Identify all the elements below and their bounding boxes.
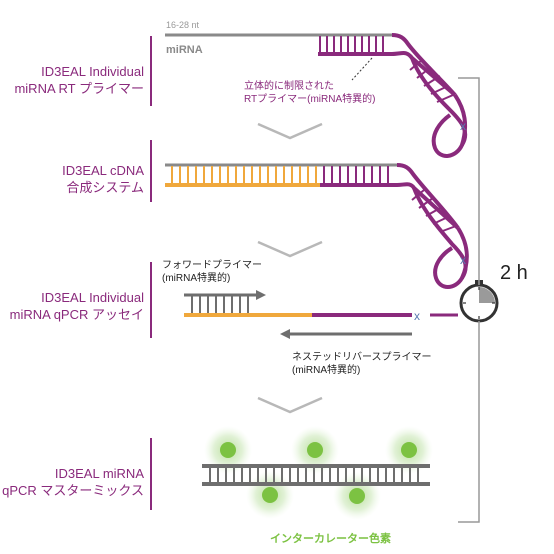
- cdna-rungs-purple: [323, 166, 389, 183]
- rt-primer-note: 立体的に制限された RTプライマー(miRNA特異的): [244, 80, 375, 106]
- reverse-primer-arrow: [280, 329, 412, 339]
- step-label-line2: qPCR マスターミックス: [2, 483, 144, 498]
- step-label-line1: ID3EAL Individual: [41, 290, 144, 305]
- nested-reverse-primer-note-line2: (miRNA特異的): [292, 365, 361, 376]
- rt-primer-note-line2: RTプライマー(miRNA特異的): [244, 94, 376, 105]
- cdna-primer-hairpin: [320, 163, 469, 289]
- block-x-mark: x: [414, 309, 420, 323]
- forward-primer-note-line2: (miRNA特異的): [162, 273, 231, 284]
- rt-primer-hairpin: [318, 33, 468, 158]
- mirna-length-label: 16-28 nt: [166, 20, 200, 30]
- note-leader-line: [351, 57, 373, 81]
- chevron-down-icon: [257, 396, 323, 414]
- forward-primer-rungs: [191, 296, 249, 313]
- rt-primer-rungs: [409, 59, 454, 103]
- nested-reverse-primer-note-line1: ネステッドリバースプライマー: [292, 352, 432, 363]
- timer-label: 2 h: [500, 262, 528, 284]
- step-label-line2: 合成システム: [66, 180, 144, 195]
- step-label-line2: miRNA qPCR アッセイ: [9, 307, 144, 322]
- step-divider: [150, 36, 152, 106]
- intercalator-dye-dots: [220, 442, 417, 504]
- forward-primer-note-line1: フォワードプライマー: [162, 260, 262, 271]
- step-label-line2: miRNA RT プライマー: [14, 81, 144, 96]
- step-label-cdna: ID3EAL cDNA 合成システム: [62, 162, 144, 196]
- dsdna-strands: [202, 464, 430, 486]
- step-divider: [150, 262, 152, 338]
- chevron-down-icon: [257, 240, 323, 258]
- step-divider: [150, 438, 152, 510]
- step-label-line1: ID3EAL Individual: [41, 64, 144, 79]
- rt-primer-note-line1: 立体的に制限された: [244, 81, 334, 92]
- intercalator-dye-label: インターカレーター色素: [270, 533, 391, 545]
- chevron-down-icon: [257, 122, 323, 140]
- dsdna-rungs: [209, 466, 419, 484]
- cdna-rungs-orange: [171, 166, 317, 183]
- cdna-hairpin-rungs: [411, 189, 457, 233]
- rt-primer-teeth: [319, 36, 384, 53]
- block-x-mark: x: [460, 119, 466, 133]
- timer-icon: [459, 280, 499, 323]
- nested-reverse-primer-note: ネステッドリバースプライマー (miRNA特異的): [292, 351, 432, 377]
- forward-primer-note: フォワードプライマー (miRNA特異的): [162, 259, 262, 285]
- step-label-line1: ID3EAL cDNA: [62, 163, 144, 178]
- time-bracket: [458, 77, 480, 523]
- step-label-line1: ID3EAL miRNA: [54, 466, 144, 481]
- block-x-mark: x: [460, 253, 466, 267]
- dye-glow-spots: [204, 426, 433, 520]
- step-label-rt-primer: ID3EAL Individual miRNA RT プライマー: [14, 63, 144, 97]
- mirna-label: miRNA: [166, 44, 203, 56]
- step-label-qpcr-assay: ID3EAL Individual miRNA qPCR アッセイ: [10, 289, 144, 323]
- forward-primer-arrow: [184, 290, 266, 300]
- step-divider: [150, 140, 152, 202]
- step-label-master-mix: ID3EAL miRNA qPCR マスターミックス: [2, 465, 144, 499]
